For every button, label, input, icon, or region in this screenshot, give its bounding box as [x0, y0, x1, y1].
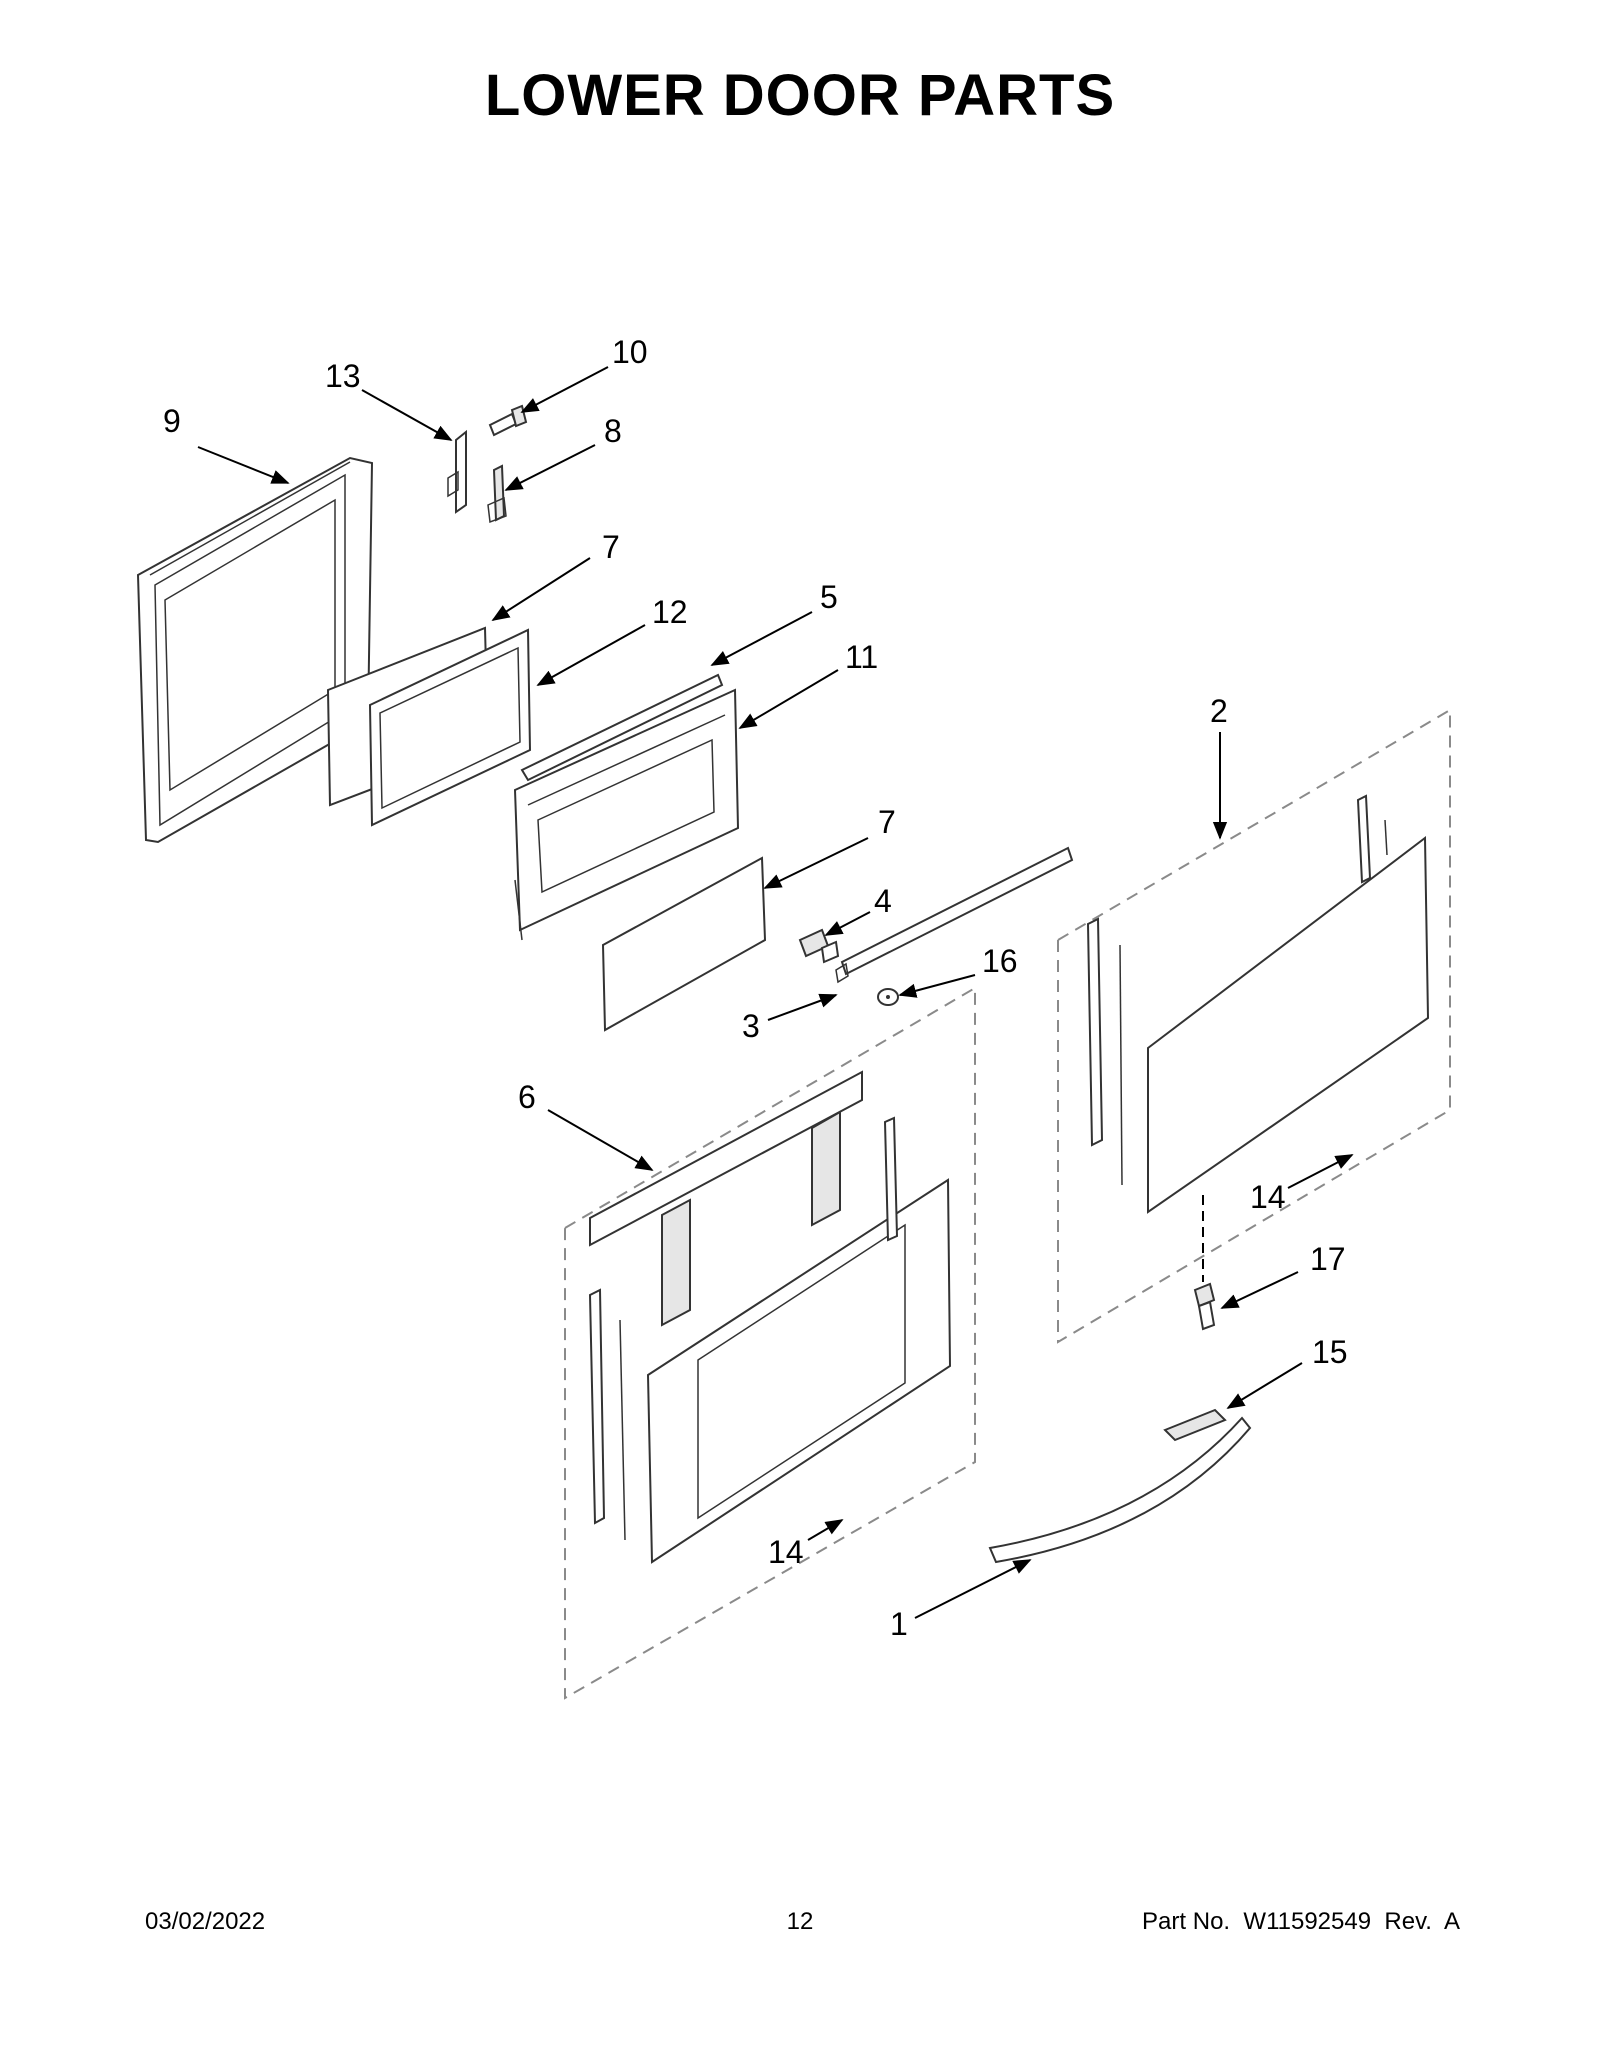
- callout-1: 1: [890, 1606, 908, 1642]
- part-16-washer: [877, 988, 899, 1006]
- callout-3: 3: [742, 1008, 760, 1044]
- callout-14-right: 14: [1250, 1179, 1286, 1215]
- footer-part-number: Part No. W11592549 Rev. A: [1142, 1908, 1460, 1935]
- callout-13: 13: [325, 358, 361, 394]
- callout-5: 5: [820, 579, 838, 615]
- callout-14-left: 14: [768, 1534, 804, 1570]
- callout-7-lower: 7: [878, 804, 896, 840]
- page-title: LOWER DOOR PARTS: [484, 63, 1116, 128]
- callout-11: 11: [845, 639, 878, 675]
- leader-lines: [197, 366, 1354, 1619]
- part-11-inner-frame: [513, 688, 740, 941]
- callout-16: 16: [982, 943, 1018, 979]
- footer-page-number: 12: [786, 1908, 814, 1935]
- callout-8: 8: [604, 413, 622, 449]
- callout-labels: 9 13 10 8 7 12 5 11 2 7 4 16 3 6 14 17 1…: [163, 334, 1348, 1642]
- part-17-screw: [1193, 1195, 1216, 1331]
- part-13-bracket: [447, 429, 467, 514]
- part-6-door-assembly: [564, 986, 976, 1700]
- part-3-hinge-bar: [835, 846, 1074, 984]
- footer-date: 03/02/2022: [145, 1908, 266, 1935]
- callout-10: 10: [612, 334, 648, 370]
- part-8-hinge: [487, 464, 507, 524]
- callout-12: 12: [652, 594, 688, 630]
- callout-9: 9: [163, 403, 181, 439]
- callout-7-upper: 7: [602, 529, 620, 565]
- part-15-end-cap: [1163, 1408, 1227, 1442]
- callout-2: 2: [1210, 693, 1228, 729]
- callout-17: 17: [1310, 1241, 1346, 1277]
- part-12-gasket: [368, 628, 532, 827]
- part-1-handle: [988, 1416, 1252, 1564]
- callout-4: 4: [874, 883, 892, 919]
- callout-15: 15: [1312, 1334, 1348, 1370]
- part-4-screw: [798, 928, 840, 964]
- part-7-glass-lower: [601, 856, 767, 1032]
- callout-6: 6: [518, 1079, 536, 1115]
- part-2-door-assembly: [1057, 708, 1451, 1344]
- part-10-screw: [488, 404, 528, 437]
